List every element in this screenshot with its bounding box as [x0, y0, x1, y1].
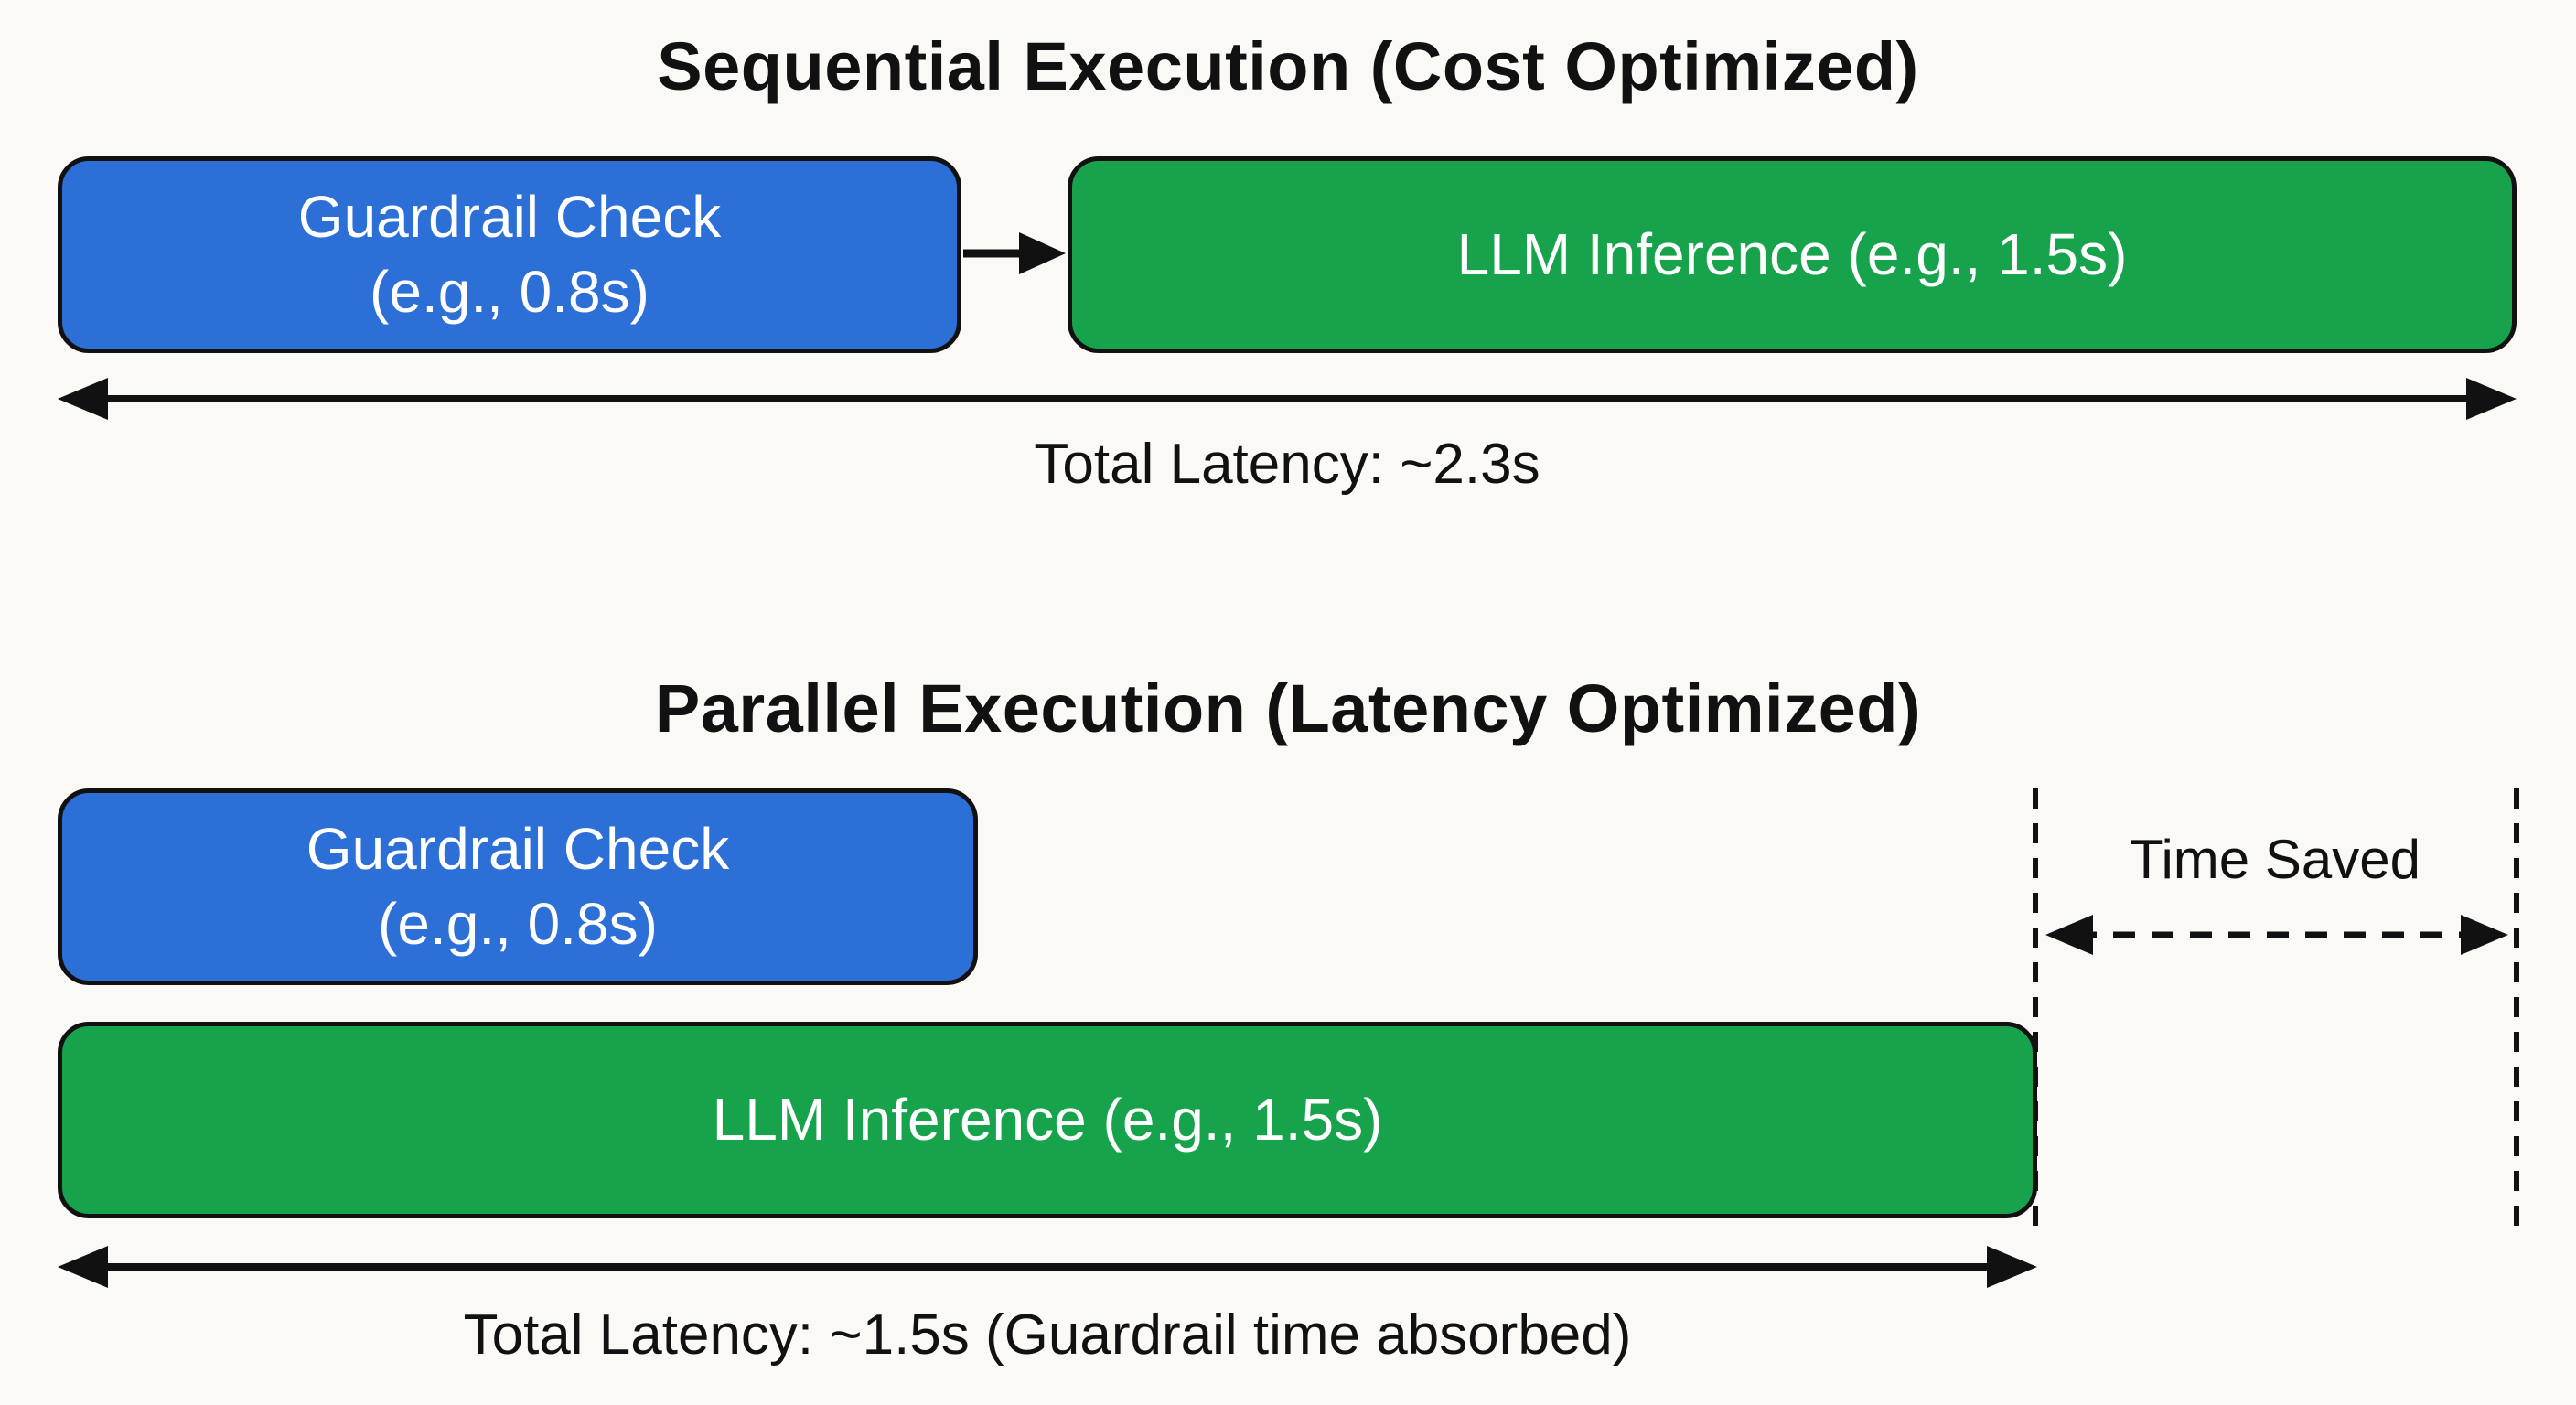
sequence-flow-arrow-icon: [963, 232, 1066, 274]
time-saved-span-arrow-icon: [2045, 915, 2508, 955]
parallel-latency-span-arrow-icon: [58, 1246, 2037, 1288]
parallel-guardrail-check-box: Guardrail Check (e.g., 0.8s): [58, 788, 978, 985]
sequential-guardrail-label-line2: (e.g., 0.8s): [370, 258, 649, 325]
parallel-section-title: Parallel Execution (Latency Optimized): [654, 670, 1922, 746]
sequential-guardrail-check-box: Guardrail Check (e.g., 0.8s): [58, 156, 961, 353]
parallel-guardrail-label-line2: (e.g., 0.8s): [378, 890, 658, 957]
sequential-section-title: Sequential Execution (Cost Optimized): [657, 28, 1919, 104]
sequential-latency-span-arrow-icon: [58, 378, 2517, 420]
sequential-llm-label: LLM Inference (e.g., 1.5s): [1456, 220, 2128, 287]
parallel-llm-inference-box: LLM Inference (e.g., 1.5s): [58, 1022, 2037, 1218]
sequential-guardrail-label-line1: Guardrail Check: [297, 183, 722, 250]
parallel-guardrail-label-line1: Guardrail Check: [306, 815, 730, 882]
time-saved-label: Time Saved: [2130, 829, 2420, 890]
sequential-llm-inference-box: LLM Inference (e.g., 1.5s): [1068, 156, 2517, 353]
sequential-total-latency-label: Total Latency: ~2.3s: [1034, 433, 1540, 496]
parallel-total-latency-label: Total Latency: ~1.5s (Guardrail time abs…: [463, 1303, 1632, 1367]
parallel-llm-label: LLM Inference (e.g., 1.5s): [712, 1086, 1383, 1153]
